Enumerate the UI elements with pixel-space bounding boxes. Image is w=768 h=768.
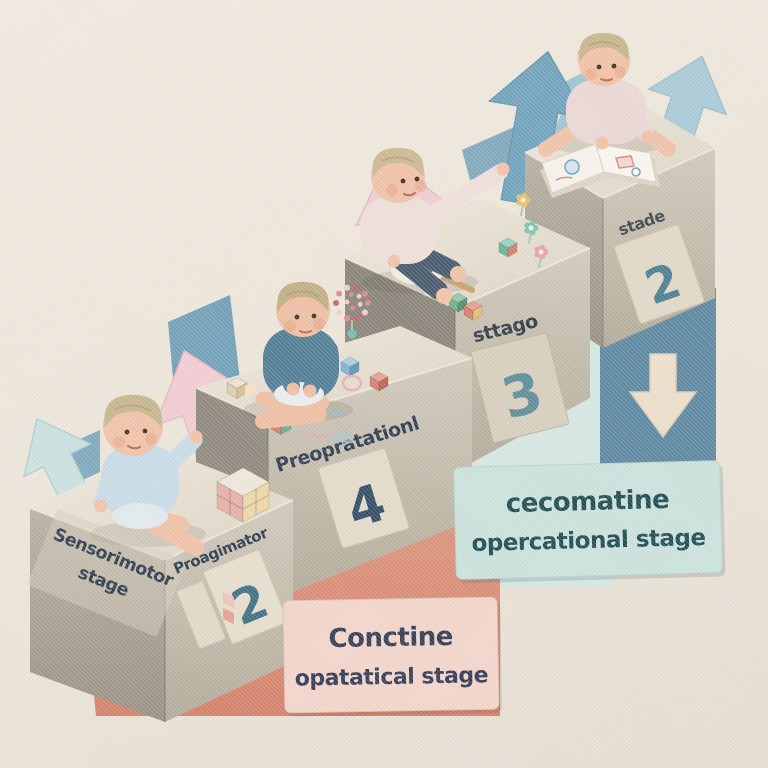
stage-illustration: Sensorimotor stage Proagimator 2 Preopra… (0, 0, 768, 768)
film-grain-overlay (0, 0, 768, 768)
illustration-canvas: Sensorimotor stage Proagimator 2 Preopra… (0, 0, 768, 768)
